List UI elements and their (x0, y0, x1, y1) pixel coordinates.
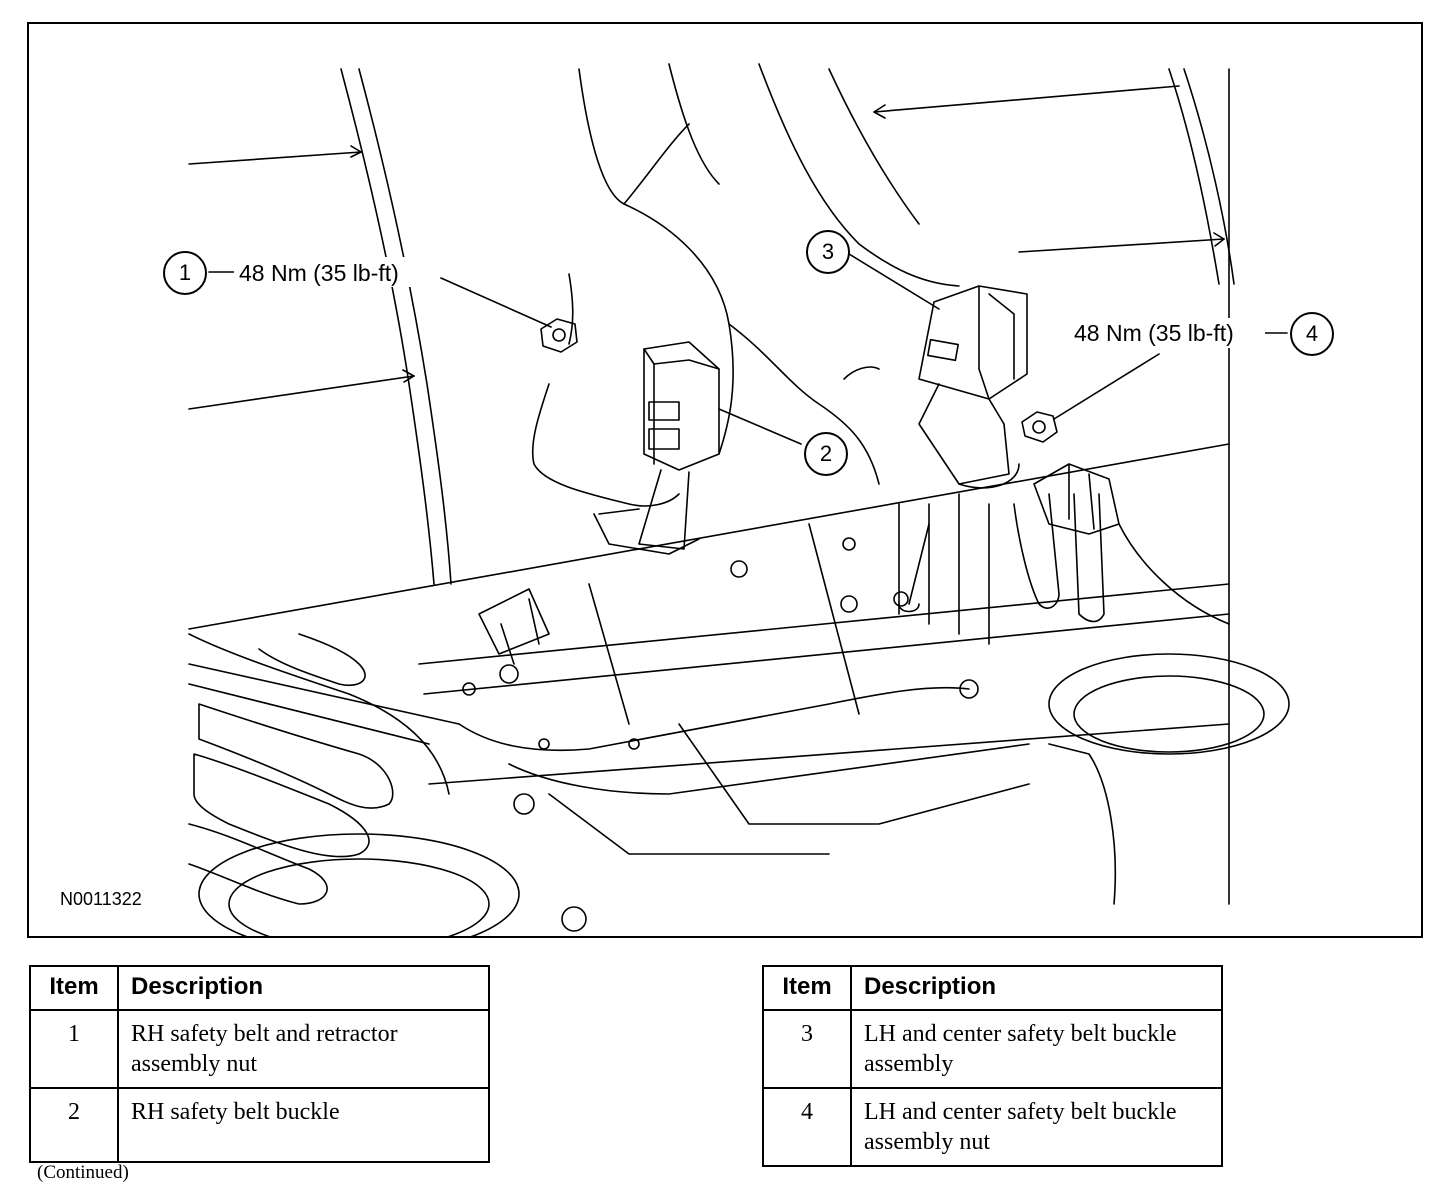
table-row: 4 LH and center safety belt buckle assem… (762, 1087, 1223, 1167)
diagram-figure: 1 48 Nm (35 lb-ft) 2 3 4 48 Nm (35 lb-ft… (27, 22, 1423, 938)
item-number: 2 (29, 1087, 119, 1163)
torque-label-1: 48 Nm (35 lb-ft) (239, 260, 399, 286)
callout-3: 3 (806, 230, 850, 274)
rh-belt-strap (531, 383, 680, 507)
seat-back-left-edge (340, 68, 435, 585)
leader-2 (718, 408, 802, 445)
col-item: Item (29, 965, 119, 1011)
center-seat-back (578, 68, 734, 455)
leader-1-nut (440, 277, 552, 328)
col-description: Description (117, 965, 490, 1011)
item-description: LH and center safety belt buckle assembl… (850, 1087, 1223, 1167)
leader-3 (848, 253, 940, 310)
lh-buckle (918, 285, 1028, 400)
col-description: Description (850, 965, 1223, 1011)
legend-table-left: Item Description 1 RH safety belt and re… (29, 965, 490, 1163)
floor-pan-edge (188, 443, 1230, 630)
item-number: 4 (762, 1087, 852, 1167)
item-number: 1 (29, 1009, 119, 1089)
rh-nut (540, 318, 578, 353)
seat-back-right (1168, 68, 1220, 285)
item-number: 3 (762, 1009, 852, 1089)
callout-4: 4 (1290, 312, 1334, 356)
table-header-row: Item Description (762, 965, 1223, 1011)
torque-label-4: 48 Nm (35 lb-ft) (1074, 320, 1234, 346)
leader-4-nut (1053, 353, 1160, 420)
callout-2: 2 (804, 432, 848, 476)
col-item: Item (762, 965, 852, 1011)
continued-note: (Continued) (37, 1162, 129, 1183)
legend-table-right: Item Description 3 LH and center safety … (762, 965, 1223, 1167)
table-row: 2 RH safety belt buckle (29, 1087, 490, 1163)
callout-1: 1 (163, 251, 207, 295)
table-row: 1 RH safety belt and retractor assembly … (29, 1009, 490, 1089)
table-row: 3 LH and center safety belt buckle assem… (762, 1009, 1223, 1089)
drawing (57, 63, 1290, 936)
item-description: LH and center safety belt buckle assembl… (850, 1009, 1223, 1089)
item-description: RH safety belt and retractor assembly nu… (117, 1009, 490, 1089)
rh-buckle (643, 341, 720, 471)
item-description: RH safety belt buckle (117, 1087, 490, 1163)
figure-id: N0011322 (60, 889, 142, 909)
table-header-row: Item Description (29, 965, 490, 1011)
seat-cushion-line (188, 151, 362, 165)
seat-cushion-line2 (188, 375, 415, 410)
seat-back-left-edge2 (358, 68, 452, 585)
lh-nut (1021, 411, 1058, 443)
